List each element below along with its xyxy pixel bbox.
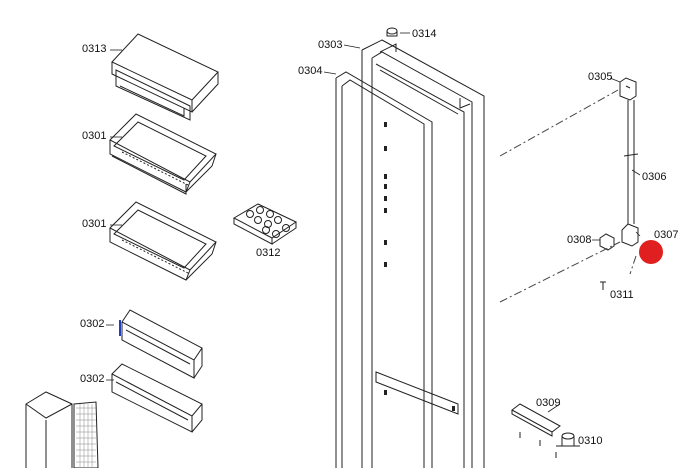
label-0306: 0306: [642, 171, 667, 183]
part-0311-screw[interactable]: [600, 281, 606, 290]
label-0313: 0313: [82, 43, 107, 55]
part-0301-bin-lower[interactable]: [109, 201, 217, 281]
part-0302-door-shelf-upper[interactable]: [121, 309, 203, 379]
part-0309-hinge-bracket[interactable]: [511, 403, 561, 458]
part-0314-hinge-pin[interactable]: [386, 27, 398, 37]
part-0305-top-bracket[interactable]: [619, 77, 637, 101]
part-0310-hinge-cap[interactable]: [556, 432, 580, 447]
part-0306-rod[interactable]: [623, 100, 639, 224]
label-0312: 0312: [256, 247, 281, 259]
label-0309: 0309: [536, 397, 561, 409]
label-0302-lower: 0302: [80, 373, 105, 385]
label-0305: 0305: [588, 71, 613, 83]
label-0314: 0314: [412, 28, 437, 40]
label-0308: 0308: [567, 234, 592, 246]
part-0313-bin[interactable]: [111, 33, 219, 121]
label-0302-upper: 0302: [80, 318, 105, 330]
part-0303-door[interactable]: [361, 39, 485, 468]
leader-lines: [106, 32, 641, 413]
label-0310: 0310: [578, 435, 603, 447]
label-0304: 0304: [298, 65, 323, 77]
part-0302-door-shelf-lower[interactable]: [111, 363, 203, 433]
door-fixing-points: [384, 122, 455, 411]
label-0311: 0311: [610, 289, 634, 301]
part-0301-bin-upper[interactable]: [109, 113, 217, 195]
label-0301-lower: 0301: [82, 218, 107, 230]
part-bottom-left-box[interactable]: [25, 391, 99, 468]
label-0303: 0303: [318, 39, 343, 51]
red-marker-dot: [639, 240, 663, 264]
alignment-lines: [499, 89, 637, 303]
label-0307: 0307: [654, 229, 679, 241]
label-0301-upper: 0301: [82, 130, 107, 142]
part-bottom-left-mesh: [76, 404, 96, 468]
part-0308-clip[interactable]: [599, 233, 615, 251]
part-0307-bottom-bracket[interactable]: [621, 223, 639, 247]
part-0312-egg-tray[interactable]: [232, 203, 298, 245]
part-0304-gasket[interactable]: [335, 71, 433, 468]
